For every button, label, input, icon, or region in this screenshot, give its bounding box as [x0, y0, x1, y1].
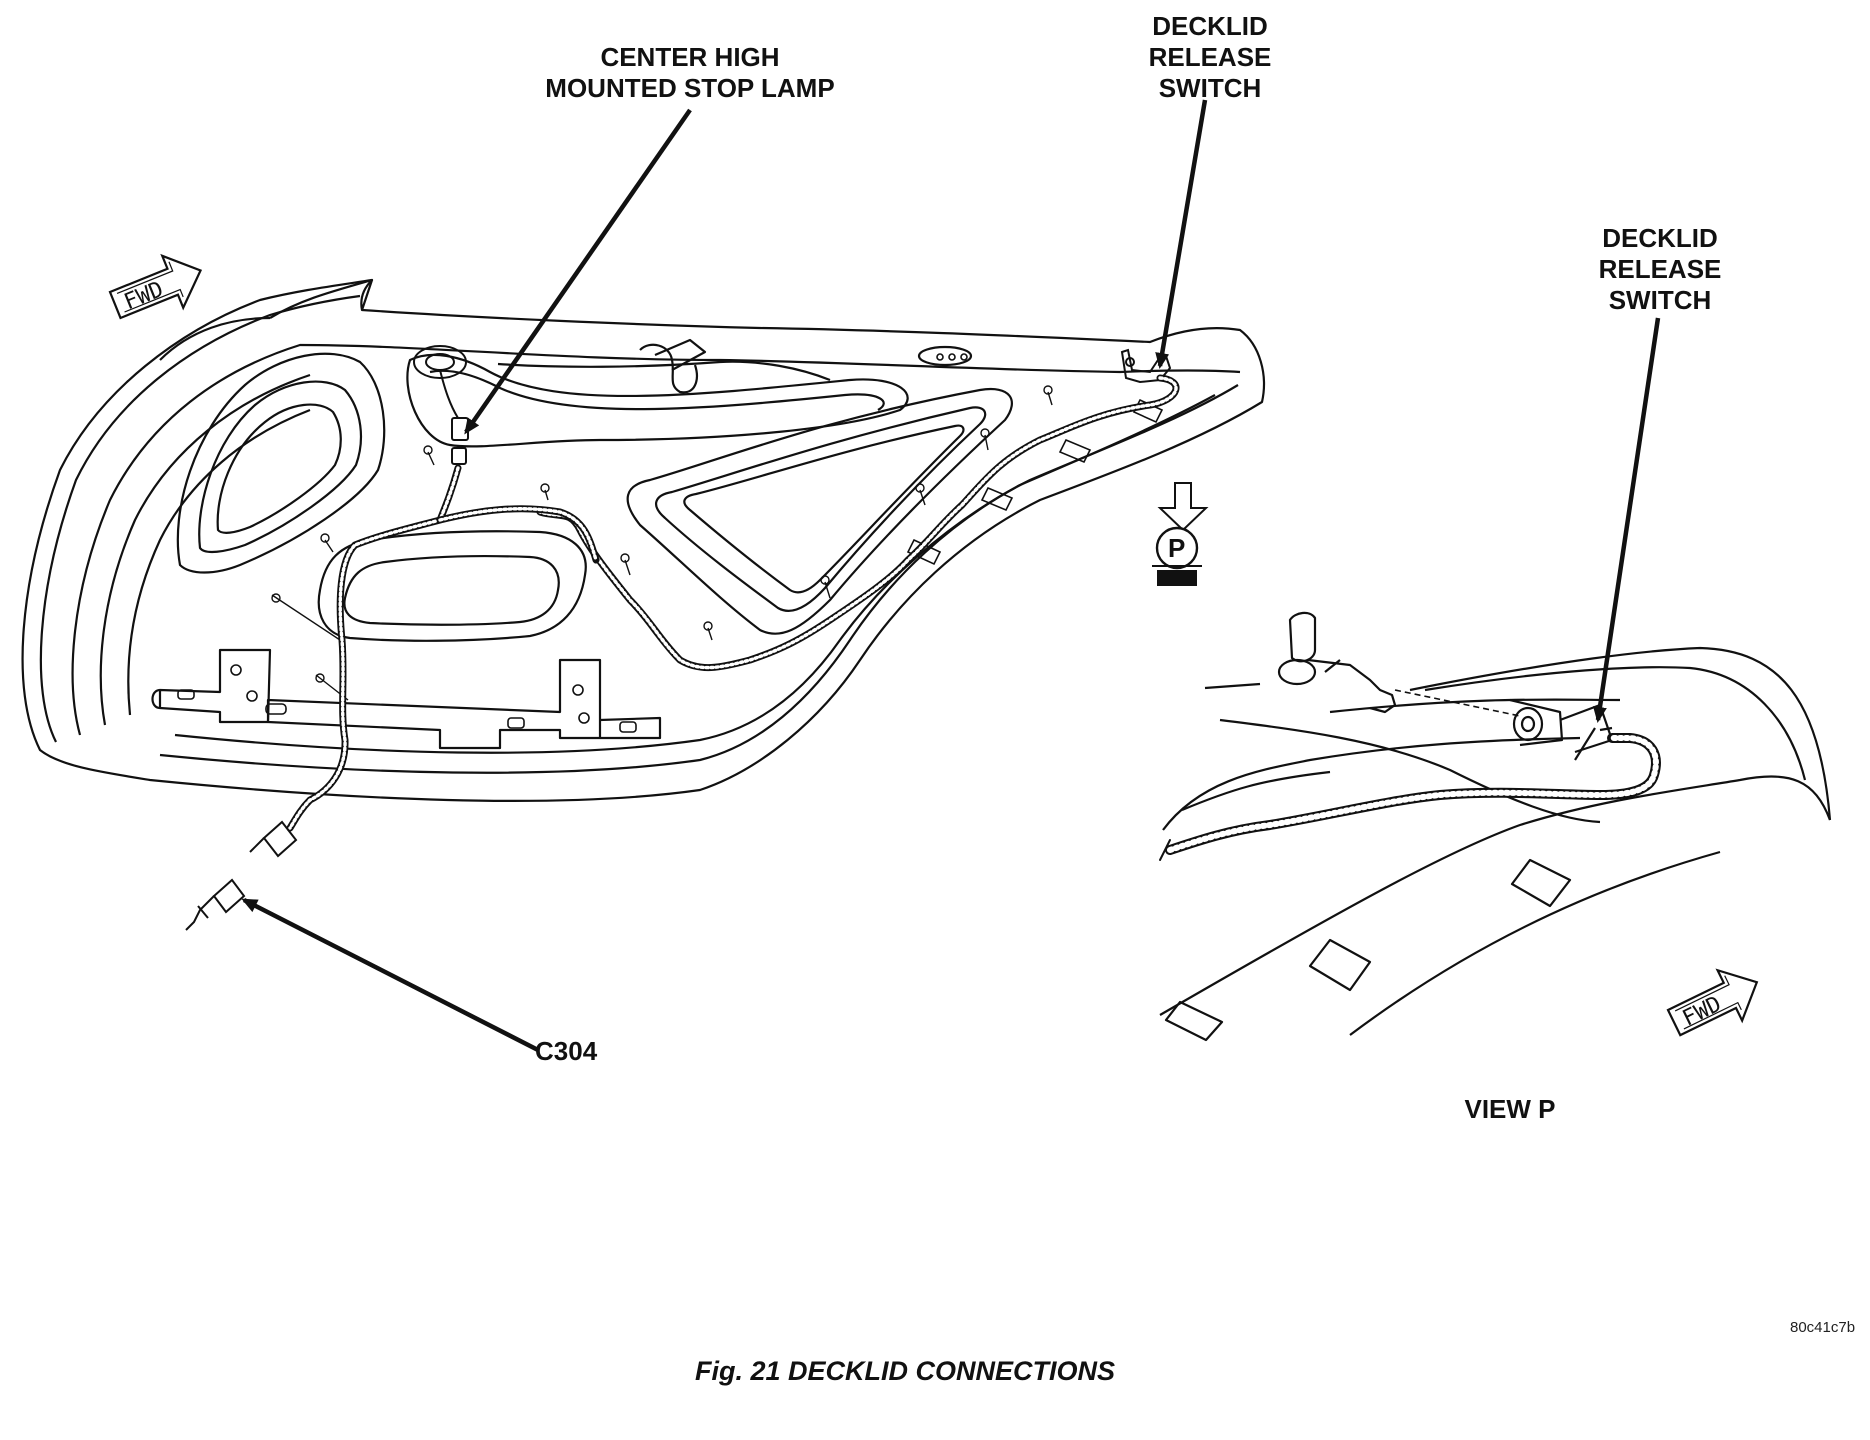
leader-release-main: [1155, 99, 1208, 369]
reference-code: 80c41c7b: [1790, 1319, 1856, 1336]
c304-connector: [185, 820, 298, 931]
wiring-harness-main: [286, 369, 1180, 832]
view-p-marker-icon: P: [1152, 482, 1209, 586]
view-marker-letter: P: [1168, 533, 1185, 563]
panel-details: [177, 353, 1164, 733]
figure-caption: Fig. 21 DECKLID CONNECTIONS: [695, 1356, 1116, 1386]
decklid-panel: [21, 278, 1266, 802]
alignment-line: [1394, 689, 1521, 717]
label-view-p: VIEW P: [1464, 1094, 1556, 1124]
label-chmsl: CENTER HIGH MOUNTED STOP LAMP: [545, 42, 835, 103]
leader-release-view: [1592, 317, 1661, 723]
label-release-switch-main: DECKLID RELEASE SWITCH: [1148, 11, 1272, 103]
view-p-harness: [1159, 733, 1661, 861]
label-c304: C304: [535, 1036, 598, 1066]
leader-lines: [241, 99, 1661, 1053]
leader-chmsl: [464, 108, 692, 435]
fwd-arrow-view-icon: FWD: [1666, 968, 1759, 1037]
leader-c304: [241, 897, 540, 1053]
fwd-arrow-icon: FWD: [108, 253, 203, 320]
view-p-detail: [1159, 611, 1832, 1042]
label-release-switch-view: DECKLID RELEASE SWITCH: [1598, 223, 1722, 315]
